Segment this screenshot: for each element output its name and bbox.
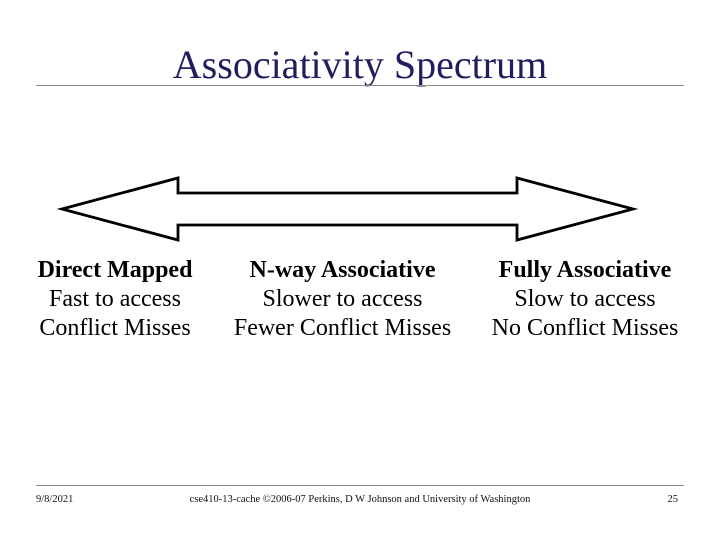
spectrum-column-direct-mapped: Direct Mapped Fast to access Conflict Mi…	[15, 256, 215, 343]
footer-date: 9/8/2021	[36, 494, 74, 505]
double-headed-arrow-shape	[56, 176, 639, 242]
spectrum-column-fully-associative: Fully Associative Slow to access No Conf…	[475, 256, 695, 343]
spectrum-column-nway-associative: N-way Associative Slower to access Fewer…	[230, 256, 455, 343]
footer-divider-line	[36, 485, 684, 486]
column-line: Slow to access	[514, 286, 656, 312]
slide-title: Associativity Spectrum	[172, 42, 548, 87]
footer-page-number: 25	[667, 494, 679, 505]
column-heading: Fully Associative	[498, 257, 672, 283]
column-line: Slower to access	[262, 286, 423, 312]
column-line: Conflict Misses	[39, 315, 191, 341]
title-divider-line	[36, 85, 684, 86]
column-line: Fewer Conflict Misses	[233, 315, 452, 341]
column-heading: N-way Associative	[249, 257, 436, 283]
column-line: No Conflict Misses	[491, 315, 679, 341]
footer-credit: cse410-13-cache ©2006-07 Perkins, D W Jo…	[189, 494, 531, 505]
column-heading: Direct Mapped	[37, 257, 193, 283]
column-line: Fast to access	[49, 286, 181, 312]
